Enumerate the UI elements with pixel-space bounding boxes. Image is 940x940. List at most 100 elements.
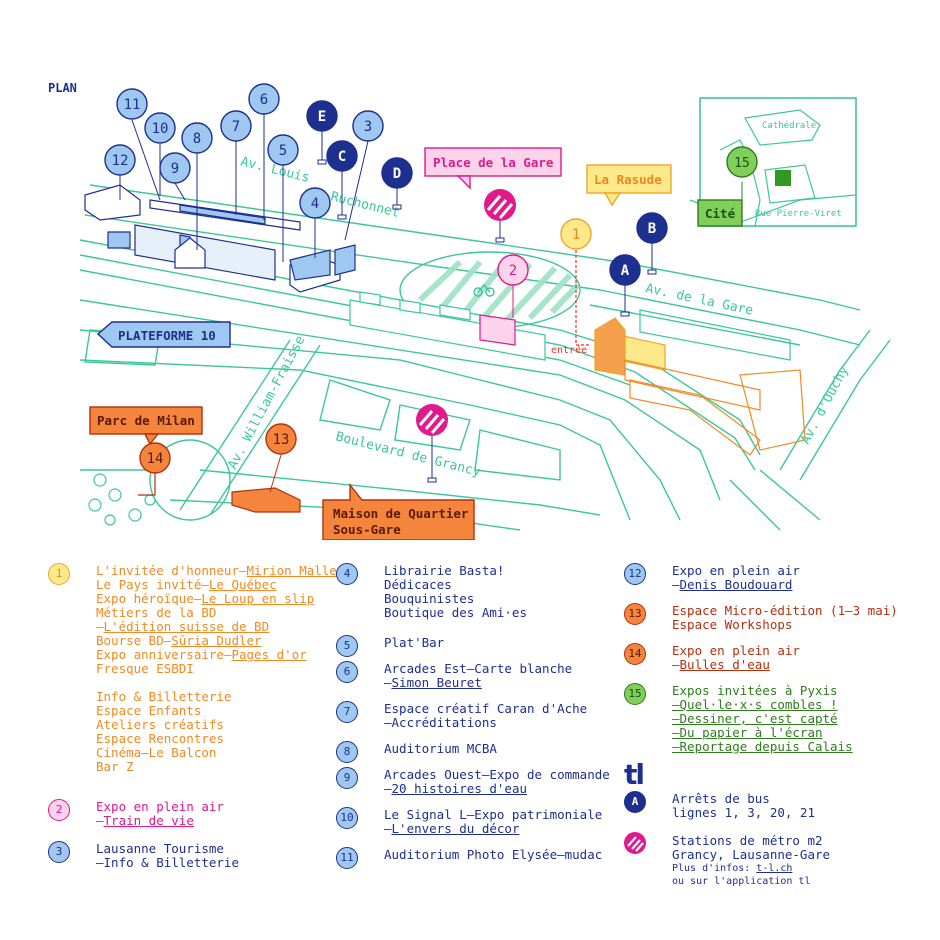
callout-plateforme[interactable]: PLATEFORME 10 — [96, 321, 231, 348]
link-du-papier-a-lecran[interactable]: —Du papier à l'écran — [672, 725, 823, 740]
link-pages-dor[interactable]: Pages d'or — [231, 647, 307, 662]
svg-text:Sous-Gare: Sous-Gare — [333, 522, 401, 537]
inset-cathedrale: Cathédrale — [762, 120, 816, 131]
trees — [88, 473, 156, 526]
inset-cite-label: Cité — [705, 206, 736, 221]
festival-map: PLAN — [48, 81, 891, 540]
legend-badge-14: 14 — [624, 643, 646, 665]
callout-place-gare[interactable]: Place de la Gare — [424, 147, 562, 190]
svg-text:4: 4 — [311, 196, 319, 212]
legend-item-14[interactable]: 14 Expo en plein air —Bulles d'eau — [624, 643, 924, 672]
pin-13[interactable]: 13 — [265, 423, 297, 493]
pin-B[interactable]: B — [636, 212, 668, 275]
legend-item-3[interactable]: 3 Lausanne Tourisme —Info & Billetterie — [48, 841, 318, 870]
pin-10[interactable]: 10 — [144, 112, 176, 196]
metro-icon-gare[interactable] — [484, 189, 516, 243]
link-t-l-ch[interactable]: t-l.ch — [756, 863, 793, 874]
la-rasude-buildings — [594, 309, 806, 456]
link-20-histoires-deau[interactable]: 20 histoires d'eau — [391, 781, 527, 796]
link-le-quebec[interactable]: Le Québec — [208, 577, 277, 592]
svg-text:C: C — [338, 149, 346, 165]
link-mirion-malle[interactable]: Mirion Malle — [246, 563, 337, 578]
pin-7[interactable]: 7 — [220, 110, 252, 215]
inset-pin-15: 15 — [734, 156, 750, 171]
pin-11[interactable]: 11 — [116, 88, 161, 201]
link-bulles-deau[interactable]: Bulles d'eau — [679, 657, 770, 672]
pin-2[interactable]: 2 — [497, 254, 529, 318]
pin-4[interactable]: 4 — [299, 187, 331, 258]
legend-column-1: 1 L'invitée d'honneur—Mirion Malle Le Pa… — [48, 563, 337, 870]
street-william-fraisse: Av. William-Fraisse — [225, 333, 308, 471]
pin-D[interactable]: D — [381, 157, 413, 210]
metro-icon-grancy[interactable] — [416, 404, 448, 483]
svg-text:9: 9 — [171, 161, 179, 177]
parc-milan-arrow — [138, 468, 156, 496]
legend-item-12[interactable]: 12 Expo en plein air —Denis Boudouard — [624, 563, 924, 592]
svg-text:1: 1 — [572, 227, 580, 243]
buildings-plateforme — [84, 184, 356, 293]
link-le-loup-en-slip[interactable]: Le Loup en slip — [201, 591, 315, 606]
link-lenvers-du-decor[interactable]: L'envers du décor — [391, 821, 520, 836]
bicycle-icon — [473, 283, 495, 297]
legend-item-2[interactable]: 2 Expo en plein air —Train de vie — [48, 799, 318, 828]
svg-text:La Rasude: La Rasude — [594, 172, 662, 187]
legend-badge-13: 13 — [624, 603, 646, 625]
pin-1[interactable]: 1 — [560, 218, 592, 250]
legend-bus[interactable]: A Arrêts de bus lignes 1, 3, 20, 21 — [624, 791, 924, 820]
street-av-gare: Av. de la Gare — [644, 281, 754, 318]
link-simon-beuret[interactable]: Simon Beuret — [391, 675, 482, 690]
callout-maison-quartier[interactable]: Maison de Quartier Sous-Gare — [322, 483, 475, 540]
link-dessiner-cest-capte[interactable]: —Dessiner, c'est capté — [672, 711, 838, 726]
legend-badge-7: 7 — [336, 701, 358, 723]
legend-item-11[interactable]: 11 Auditorium Photo Elysée—mudac — [336, 847, 626, 869]
svg-text:PLATEFORME 10: PLATEFORME 10 — [118, 328, 216, 343]
svg-text:8: 8 — [193, 131, 201, 147]
link-train-de-vie[interactable]: Train de vie — [103, 813, 194, 828]
pin-E[interactable]: E — [306, 100, 338, 165]
legend-item-1[interactable]: 1 L'invitée d'honneur—Mirion Malle Le Pa… — [48, 563, 337, 774]
legend-item-4[interactable]: 4 Librairie Basta! Dédicaces Bouquiniste… — [336, 563, 626, 620]
svg-text:D: D — [393, 166, 401, 182]
legend-item-13[interactable]: 13 Espace Micro-édition (1–3 mai) Espace… — [624, 603, 924, 632]
inset-cite[interactable]: Cathédrale Rue Pierre-Viret Cité 15 — [697, 97, 857, 227]
link-quel-le-x-s-combles[interactable]: —Quel·le·x·s combles ! — [672, 697, 838, 712]
street-av-ouchy: Av. d'Ouchy — [798, 364, 852, 447]
svg-text:E: E — [318, 109, 326, 125]
legend-badge-4: 4 — [336, 563, 358, 585]
legend-badge-1: 1 — [48, 563, 70, 585]
pin-5[interactable]: 5 — [267, 134, 299, 262]
pin-8[interactable]: 8 — [181, 122, 213, 250]
svg-text:5: 5 — [279, 143, 287, 159]
pin-12[interactable]: 12 — [104, 144, 136, 200]
pin-C[interactable]: C — [326, 140, 358, 220]
legend-item-10[interactable]: 10 Le Signal L—Expo patrimoniale —L'enve… — [336, 807, 626, 836]
legend-item-6[interactable]: 6 Arcades Est—Carte blanche —Simon Beure… — [336, 661, 626, 690]
svg-text:13: 13 — [273, 432, 290, 448]
legend-item-15[interactable]: 15 Expos invitées à Pyxis —Quel·le·x·s c… — [624, 683, 924, 754]
street-grancy: Boulevard de Grancy — [334, 429, 482, 480]
legend-item-5[interactable]: 5 Plat'Bar — [336, 635, 626, 657]
callout-la-rasude[interactable]: La Rasude — [586, 164, 672, 207]
pin-6[interactable]: 6 — [248, 83, 280, 220]
pin-3[interactable]: 3 — [344, 110, 384, 241]
svg-text:14: 14 — [147, 451, 164, 467]
buildings-gare — [349, 291, 546, 361]
link-suria-dudler[interactable]: Sūria Dudler — [171, 633, 262, 648]
entree-marker: entrée — [551, 250, 590, 356]
legend-metro[interactable]: Stations de métro m2 Grancy, Lausanne-Ga… — [624, 832, 924, 888]
pin-14[interactable]: 14 — [139, 442, 171, 474]
svg-text:3: 3 — [364, 119, 372, 135]
legend-item-7[interactable]: 7 Espace créatif Caran d'Ache —Accrédita… — [336, 701, 626, 730]
link-reportage-calais[interactable]: —Reportage depuis Calais — [672, 739, 853, 754]
legend-item-9[interactable]: 9 Arcades Ouest—Expo de commande —20 his… — [336, 767, 626, 796]
legend-item-8[interactable]: 8 Auditorium MCBA — [336, 741, 626, 763]
svg-text:Maison de Quartier: Maison de Quartier — [333, 506, 469, 521]
legend-badge-11: 11 — [336, 847, 358, 869]
map-pins: 11 10 12 9 8 7 6 5 4 E C 3 D 2 1 A B 13 … — [104, 83, 668, 493]
link-denis-boudouard[interactable]: Denis Boudouard — [679, 577, 793, 592]
pin-9[interactable]: 9 — [159, 152, 191, 201]
link-edition-suisse-bd[interactable]: L'édition suisse de BD — [103, 619, 270, 634]
pin-A[interactable]: A — [609, 254, 641, 317]
callout-parc-milan[interactable]: Parc de Milan — [89, 406, 203, 446]
svg-text:2: 2 — [509, 263, 517, 279]
